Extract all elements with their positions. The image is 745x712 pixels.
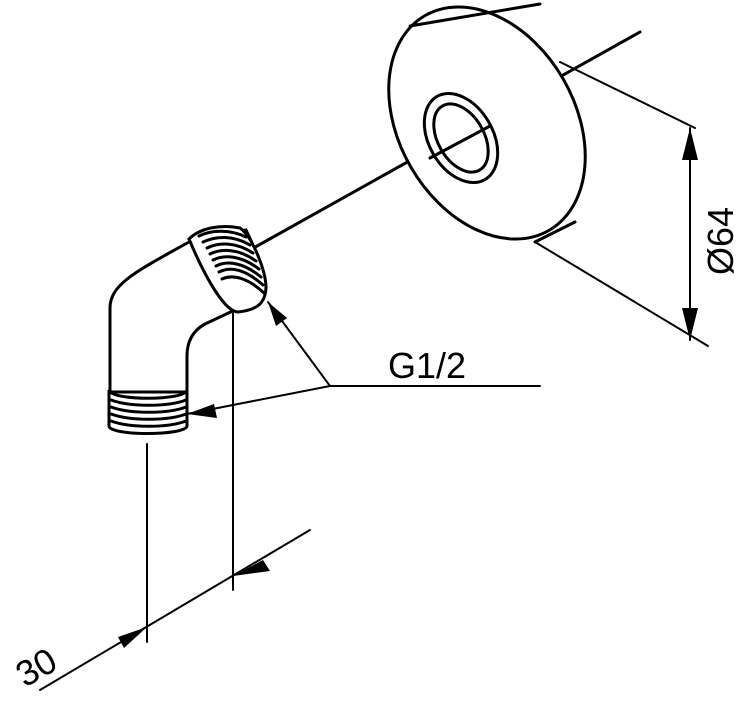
length-label: 30 bbox=[9, 639, 64, 695]
thread-size-label: G1/2 bbox=[388, 345, 466, 386]
length-dimension bbox=[39, 311, 311, 691]
wall-flange bbox=[387, 2, 587, 244]
diameter-label: Ø64 bbox=[700, 207, 741, 275]
thread-leaders bbox=[186, 301, 541, 418]
diameter-dimension bbox=[534, 61, 709, 347]
elbow-fitting bbox=[107, 224, 268, 435]
